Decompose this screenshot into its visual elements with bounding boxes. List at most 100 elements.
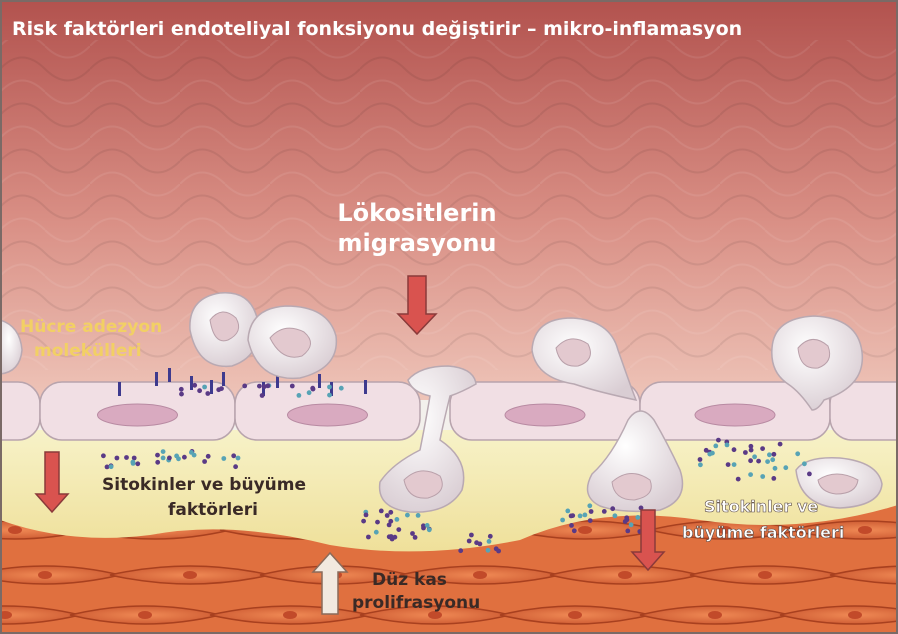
cytokine-dot: [569, 523, 574, 528]
cytokine-dot: [131, 461, 136, 466]
leukocyte-migration-label: migrasyonu: [337, 229, 496, 257]
smooth-muscle-nucleus: [283, 611, 297, 619]
cytokine-dot: [231, 453, 236, 458]
diagram-title: Risk faktörleri endoteliyal fonksiyonu d…: [12, 18, 742, 40]
adhesion-molecule: [222, 372, 225, 386]
cytokine-dot: [374, 530, 379, 535]
cytokine-dot: [290, 384, 295, 389]
cytokine-dot: [732, 462, 737, 467]
cytokine-dot: [297, 393, 302, 398]
cytokine-dot: [767, 452, 772, 457]
cytokine-dot: [583, 513, 588, 518]
cytokine-dot: [307, 390, 312, 395]
cytokine-dot: [427, 527, 432, 532]
cytokine-dot: [572, 528, 577, 533]
cytokine-dot: [413, 535, 418, 540]
cytokine-dot: [587, 503, 592, 508]
cytokine-dot: [410, 531, 415, 536]
smooth-muscle-nucleus: [848, 611, 862, 619]
cytokine-dot: [725, 443, 730, 448]
cytokine-dot: [602, 509, 607, 514]
cytokine-dot: [257, 384, 262, 389]
cytokine-dot: [421, 526, 426, 531]
adhesion-molecule: [364, 380, 367, 394]
cytokine-dot: [698, 457, 703, 462]
cytokine-dot: [494, 546, 499, 551]
cytokine-dot: [189, 450, 194, 455]
cytokine-dot: [385, 513, 390, 518]
cytokine-dot: [388, 510, 393, 515]
endothelial-nucleus: [288, 404, 368, 426]
cytokine-dot: [698, 462, 703, 467]
cytokine-dot: [748, 472, 753, 477]
cytokine-dot: [395, 517, 400, 522]
cytokine-dot: [202, 385, 207, 390]
cytokine-dot: [773, 466, 778, 471]
cytokine-dot: [174, 454, 179, 459]
endothelial-nucleus: [98, 404, 178, 426]
endothelial-nucleus: [505, 404, 585, 426]
cytokine-dot: [101, 453, 106, 458]
cytokine-dot: [155, 460, 160, 465]
cytokine-dot: [625, 529, 630, 534]
adhesion-molecules-label: Hücre adezyon: [20, 317, 162, 337]
cytokine-dot: [732, 447, 737, 452]
cytokine-dot: [387, 534, 392, 539]
cytokine-dot: [202, 459, 207, 464]
cytokine-dot: [467, 539, 472, 544]
smooth-muscle-nucleus: [578, 526, 592, 534]
cytokine-dot: [560, 518, 565, 523]
cytokine-dot: [396, 527, 401, 532]
cytokine-dot: [565, 509, 570, 514]
cytokine-dot: [197, 388, 202, 393]
cytokine-dot: [778, 442, 783, 447]
cytokine-dot: [749, 448, 754, 453]
cytokine-dot: [716, 438, 721, 443]
cytokine-dot: [205, 391, 210, 396]
cytokine-dot: [578, 514, 583, 519]
cytokine-dot: [375, 520, 380, 525]
smooth-muscle-nucleus: [8, 526, 22, 534]
cytokine-dot: [458, 548, 463, 553]
cytokine-dot: [756, 459, 761, 464]
cytokine-dot: [770, 457, 775, 462]
cytokine-dot: [242, 384, 247, 389]
cytokine-dot: [783, 465, 788, 470]
leukocyte-migration-label: Lökositlerin: [337, 199, 496, 227]
cytokine-dot: [760, 474, 765, 479]
cytokine-dot: [135, 461, 140, 466]
cytokine-dot: [772, 452, 777, 457]
endothelial-nucleus: [695, 404, 775, 426]
cytokine-dot: [192, 383, 197, 388]
cytokine-dot: [179, 392, 184, 397]
cytokine-dot: [366, 535, 371, 540]
cytokine-dot: [387, 523, 392, 528]
cytokine-dot: [710, 451, 715, 456]
adhesion-molecules-label: molekülleri: [34, 341, 142, 361]
cytokine-dot: [206, 454, 211, 459]
smooth-muscle-nucleus: [568, 611, 582, 619]
cytokine-dot: [416, 513, 421, 518]
smooth-muscle-nucleus: [183, 571, 197, 579]
cytokine-dot: [610, 506, 615, 511]
cytokine-dot: [221, 456, 226, 461]
smooth-muscle-nucleus: [618, 571, 632, 579]
cytokine-dot: [474, 540, 479, 545]
cytokine-dot: [488, 534, 493, 539]
cytokine-dot: [364, 513, 369, 518]
cytokine-dot: [771, 476, 776, 481]
cytokine-dot: [339, 386, 344, 391]
cytokine-dot: [713, 444, 718, 449]
cytokine-dot: [469, 533, 474, 538]
cytokine-dot: [311, 387, 316, 392]
smooth-muscle-nucleus: [758, 571, 772, 579]
smooth-muscle-nucleus: [858, 526, 872, 534]
cytokine-dot: [765, 459, 770, 464]
cytokine-dot: [182, 455, 187, 460]
smooth-muscle-nucleus: [473, 571, 487, 579]
cytokine-dot: [115, 456, 120, 461]
cytokine-dot: [405, 513, 410, 518]
cytokine-dot: [379, 509, 384, 514]
cytokine-dot: [167, 456, 172, 461]
